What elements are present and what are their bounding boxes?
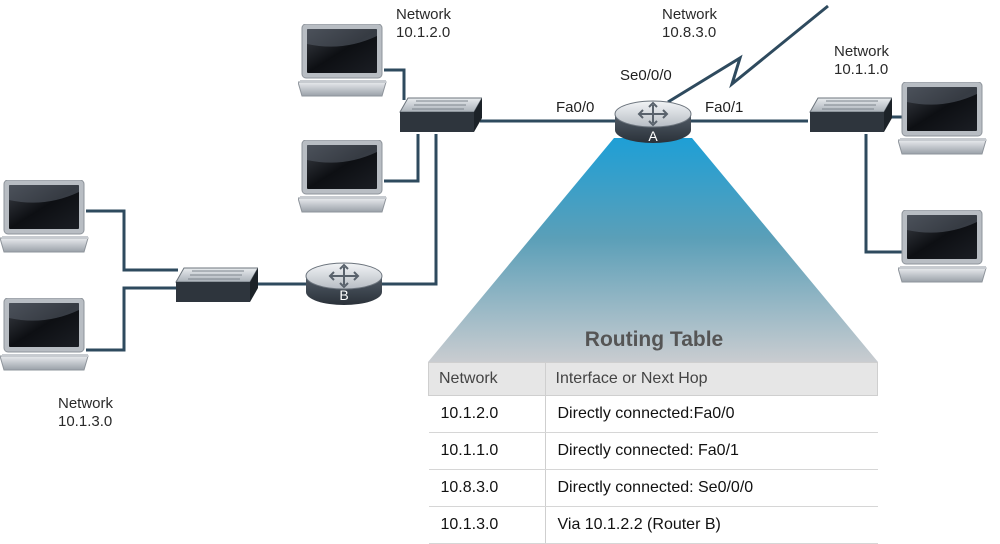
cell-next-hop: Via 10.1.2.2 (Router B) bbox=[545, 506, 878, 544]
table-row: 10.1.1.0 Directly connected: Fa0/1 bbox=[428, 432, 878, 470]
link-switch-left-laptop2 bbox=[86, 286, 178, 352]
network-address: 10.1.3.0 bbox=[58, 413, 113, 430]
laptop-network-10-1-1-0-upper bbox=[898, 82, 987, 155]
link-switch-top-router-b bbox=[380, 134, 438, 286]
routing-table-title: Routing Table bbox=[584, 328, 724, 351]
port-label-fa00: Fa0/0 bbox=[556, 99, 595, 116]
column-header-network: Network bbox=[428, 362, 546, 396]
cell-next-hop: Directly connected: Se0/0/0 bbox=[545, 469, 878, 507]
table-row: 10.8.3.0 Directly connected: Se0/0/0 bbox=[428, 469, 878, 507]
table-row: 10.1.3.0 Via 10.1.2.2 (Router B) bbox=[428, 506, 878, 544]
network-title: Network bbox=[58, 395, 114, 412]
link-switch-right-laptop2 bbox=[864, 134, 904, 254]
link-switch-top-laptop2 bbox=[384, 134, 420, 183]
network-title: Network bbox=[662, 6, 718, 23]
table-row: 10.1.2.0 Directly connected:Fa0/0 bbox=[428, 395, 878, 433]
laptop-network-10-1-3-0-upper bbox=[0, 180, 89, 253]
router-b-label: B bbox=[339, 287, 348, 303]
cell-network: 10.8.3.0 bbox=[428, 469, 546, 507]
link-switch-top-laptop1 bbox=[384, 68, 406, 100]
network-address: 10.1.1.0 bbox=[834, 61, 889, 78]
router-a-beam bbox=[428, 138, 878, 362]
cell-next-hop: Directly connected: Fa0/1 bbox=[545, 432, 878, 470]
network-title: Network bbox=[396, 6, 452, 23]
network-title: Network bbox=[834, 43, 890, 60]
switch-network-10-1-1-0 bbox=[809, 97, 892, 133]
link-switch-left-laptop1 bbox=[86, 209, 178, 272]
cell-next-hop: Directly connected:Fa0/0 bbox=[545, 395, 878, 433]
laptop-network-10-1-2-0-upper bbox=[298, 24, 387, 97]
network-label-10-1-2-0: Network 10.1.2.0 bbox=[396, 6, 451, 42]
network-address: 10.8.3.0 bbox=[662, 24, 717, 41]
routing-table: Network Interface or Next Hop 10.1.2.0 D… bbox=[428, 362, 878, 544]
cell-network: 10.1.2.0 bbox=[428, 395, 546, 433]
laptop-network-10-1-3-0-lower bbox=[0, 298, 89, 371]
port-label-fa01: Fa0/1 bbox=[705, 99, 744, 116]
switch-network-10-1-3-0 bbox=[175, 267, 258, 303]
laptop-network-10-1-1-0-lower bbox=[898, 210, 987, 283]
network-label-10-1-3-0: Network 10.1.3.0 bbox=[58, 395, 113, 431]
cabling bbox=[86, 68, 908, 352]
serial-link-se000 bbox=[667, 4, 829, 104]
network-label-10-1-1-0: Network 10.1.1.0 bbox=[834, 43, 889, 79]
port-label-se000: Se0/0/0 bbox=[620, 67, 672, 84]
switch-network-10-1-2-0 bbox=[399, 97, 482, 133]
network-label-10-8-3-0: Network 10.8.3.0 bbox=[662, 6, 717, 42]
column-header-interface: Interface or Next Hop bbox=[544, 362, 878, 396]
cell-network: 10.1.3.0 bbox=[428, 506, 546, 544]
laptop-network-10-1-2-0-lower bbox=[298, 140, 387, 213]
routing-table-header-row: Network Interface or Next Hop bbox=[428, 362, 878, 396]
network-address: 10.1.2.0 bbox=[396, 24, 451, 41]
cell-network: 10.1.1.0 bbox=[428, 432, 546, 470]
router-a-label: A bbox=[648, 128, 658, 144]
